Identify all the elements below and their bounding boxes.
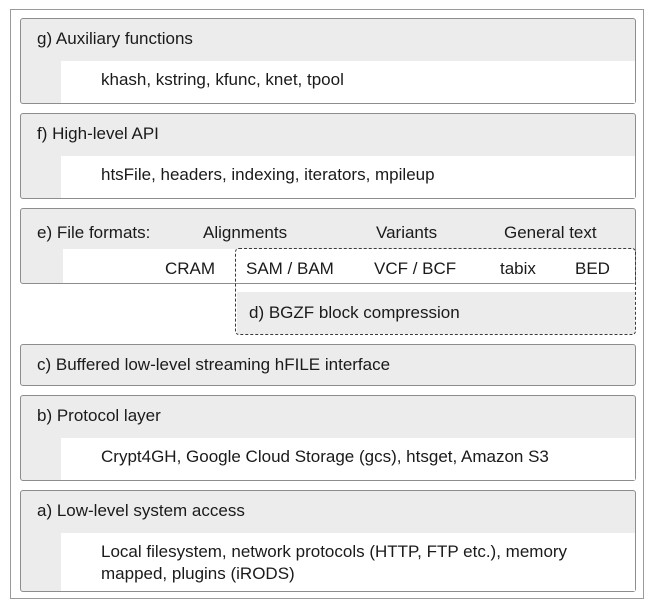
layer-b-protocol-layer: b) Protocol layer Crypt4GH, Google Cloud…: [20, 395, 636, 481]
layer-g-content: khash, kstring, kfunc, knet, tpool: [61, 61, 635, 103]
header-variants: Variants: [376, 223, 438, 242]
bgzf-compressed-formats-outline: [235, 248, 636, 335]
layer-a-content: Local filesystem, network protocols (HTT…: [61, 533, 635, 591]
layer-f-title: f) High-level API: [37, 124, 159, 143]
format-sam-bam: SAM / BAM: [246, 259, 334, 278]
layer-c-hfile-interface: c) Buffered low-level streaming hFILE in…: [20, 344, 636, 386]
layer-a-content-line2: mapped, plugins (iRODS): [101, 564, 295, 583]
layer-g-title: g) Auxiliary functions: [37, 29, 193, 48]
layer-d-title: d) BGZF block compression: [249, 303, 460, 322]
layer-a-content-line1: Local filesystem, network protocols (HTT…: [101, 542, 568, 561]
layer-e-file-formats: e) File formats: Alignments Variants Gen…: [20, 208, 636, 284]
format-cram: CRAM: [165, 259, 216, 278]
format-tabix: tabix: [500, 259, 536, 278]
layer-f-content: htsFile, headers, indexing, iterators, m…: [61, 156, 635, 198]
layer-c-title: c) Buffered low-level streaming hFILE in…: [37, 355, 391, 374]
layer-f-high-level-api: f) High-level API htsFile, headers, inde…: [20, 113, 636, 199]
layer-b-title: b) Protocol layer: [37, 406, 161, 425]
layer-g-content-text: khash, kstring, kfunc, knet, tpool: [101, 70, 344, 89]
layer-e-content: [63, 249, 635, 283]
layer-a-low-level-system-access: a) Low-level system access Local filesys…: [20, 490, 636, 592]
layer-b-content-text: Crypt4GH, Google Cloud Storage (gcs), ht…: [101, 447, 549, 466]
layer-g-auxiliary-functions: g) Auxiliary functions khash, kstring, k…: [20, 18, 636, 104]
layer-e-title: e) File formats:: [37, 223, 151, 242]
layer-a-title: a) Low-level system access: [37, 501, 245, 520]
layer-f-content-text: htsFile, headers, indexing, iterators, m…: [101, 165, 435, 184]
header-general-text: General text: [504, 223, 597, 242]
header-alignments: Alignments: [203, 223, 288, 242]
format-bed: BED: [575, 259, 610, 278]
layer-b-content: Crypt4GH, Google Cloud Storage (gcs), ht…: [61, 438, 635, 480]
layer-d-bgzf-background: [237, 292, 635, 334]
format-vcf-bcf: VCF / BCF: [374, 259, 457, 278]
